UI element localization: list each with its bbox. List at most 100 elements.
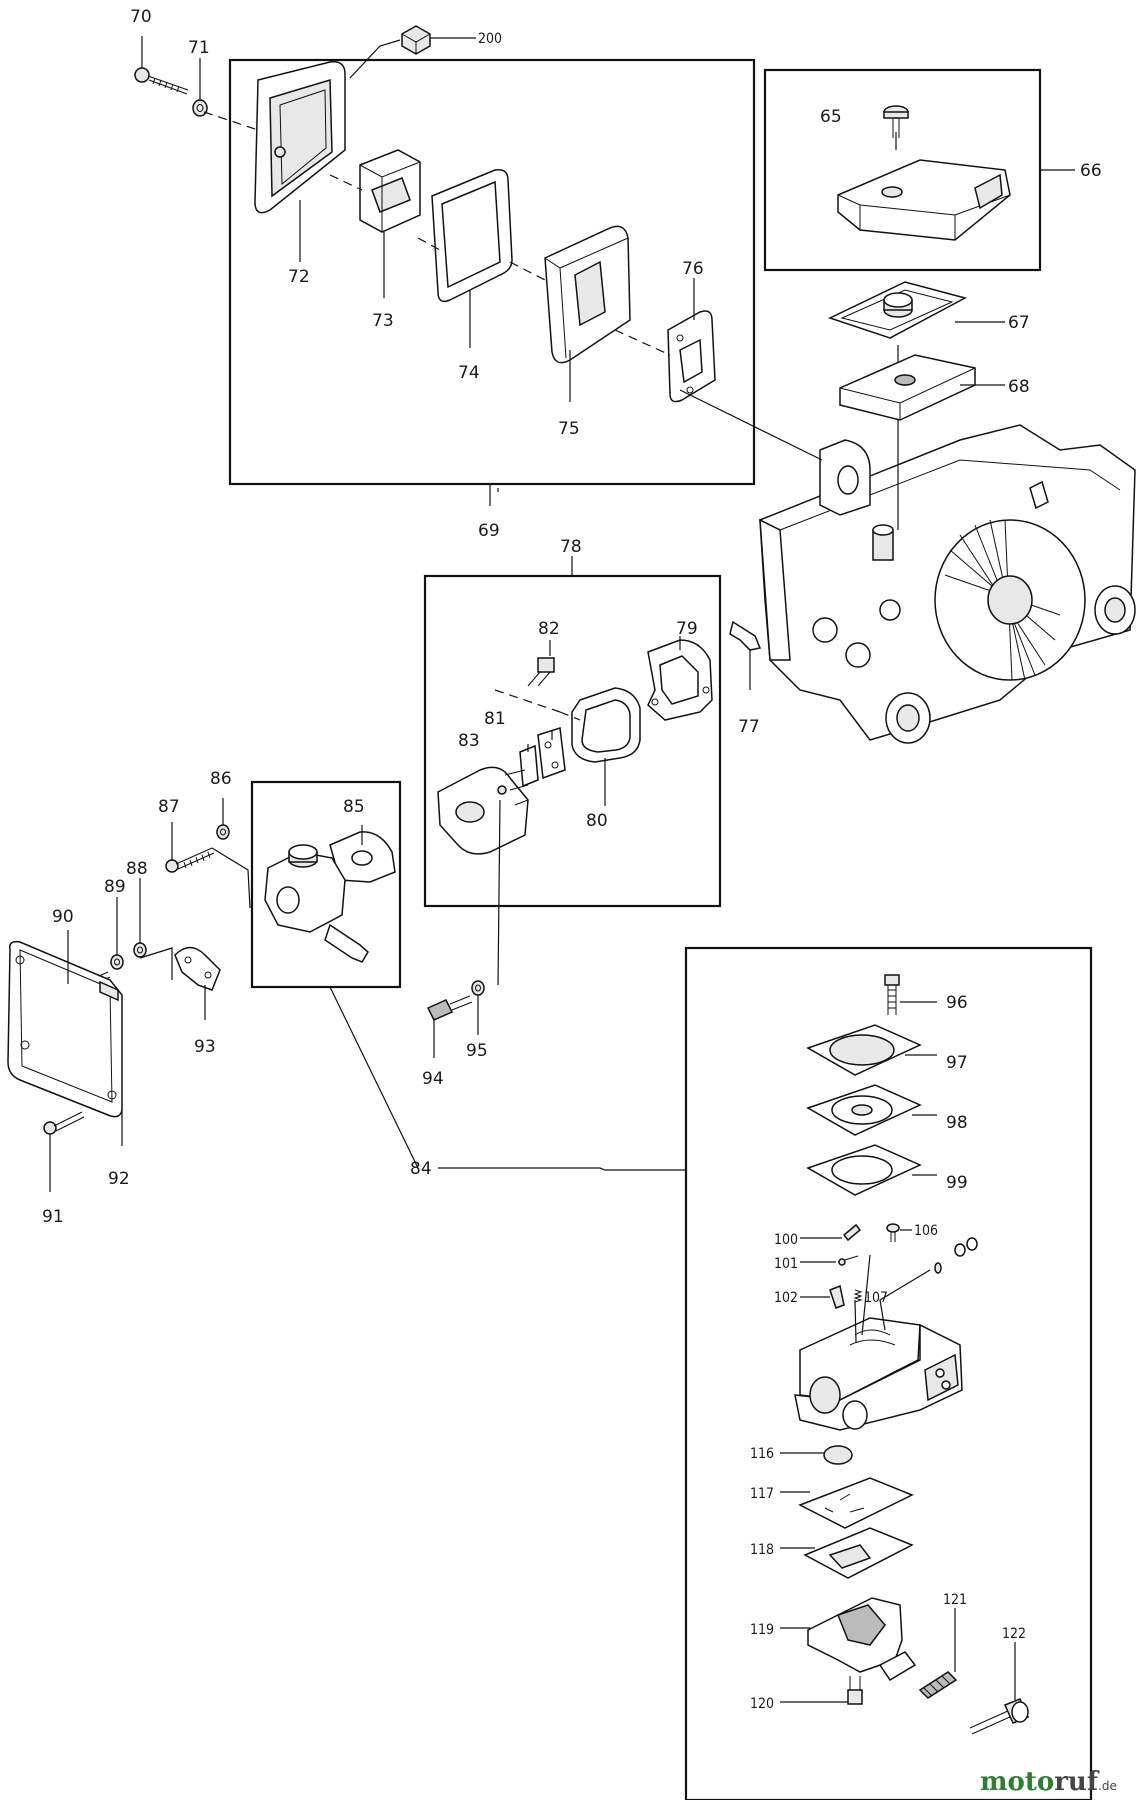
- assembly-box-85: [250, 780, 402, 989]
- part-81-gasket: [537, 727, 566, 780]
- part-122-idle-screw: [969, 1698, 1030, 1735]
- part-71-washer: [192, 99, 208, 117]
- part-70-bolt: [134, 67, 189, 95]
- label-93: 93: [194, 1037, 216, 1057]
- label-81: 81: [484, 709, 506, 729]
- assembly-box-84: [684, 946, 1093, 1800]
- part-121-spring: [918, 1671, 958, 1699]
- part-200-cap: [401, 25, 431, 55]
- label-90: 90: [52, 907, 74, 927]
- label-117: 117: [750, 1486, 774, 1502]
- label-100: 100: [774, 1232, 798, 1248]
- part-small-plugs: [934, 1237, 978, 1274]
- label-84: 84: [410, 1159, 432, 1179]
- label-200: 200: [478, 31, 502, 47]
- part-carburettor-small: [264, 844, 369, 963]
- part-67-air-filter-plate: [828, 281, 968, 339]
- part-97-pump-cover: [806, 1024, 922, 1076]
- watermark-tld: .de: [1098, 1779, 1117, 1793]
- label-65: 65: [820, 107, 842, 127]
- part-94-screw: [426, 995, 473, 1021]
- part-crankcase: [759, 424, 1136, 744]
- label-66: 66: [1080, 161, 1102, 181]
- label-92: 92: [108, 1169, 130, 1189]
- part-68-air-filter: [839, 354, 976, 421]
- part-76-exhaust-gasket: [667, 310, 716, 403]
- part-80-o-ring: [571, 687, 641, 763]
- part-120-screw: [847, 1676, 863, 1705]
- label-121: 121: [943, 1592, 967, 1608]
- label-80: 80: [586, 811, 608, 831]
- label-102: 102: [774, 1290, 798, 1306]
- part-93-bracket: [174, 946, 221, 991]
- label-87: 87: [158, 797, 180, 817]
- part-86-washer: [216, 824, 230, 840]
- part-insulator: [437, 766, 529, 855]
- label-76: 76: [682, 259, 704, 279]
- part-116-filter: [823, 1445, 853, 1465]
- label-70: 70: [130, 7, 152, 27]
- label-122: 122: [1002, 1626, 1026, 1642]
- part-73-baffle: [359, 149, 421, 233]
- part-119-metering-cover: [807, 1597, 917, 1682]
- part-91-screw: [43, 1111, 85, 1135]
- label-83: 83: [458, 731, 480, 751]
- part-65-screw: [883, 105, 909, 138]
- label-120: 120: [750, 1696, 774, 1712]
- label-67: 67: [1008, 313, 1030, 333]
- part-107-spring: [853, 1289, 863, 1303]
- label-68: 68: [1008, 377, 1030, 397]
- label-69: 69: [478, 521, 500, 541]
- label-99: 99: [946, 1173, 968, 1193]
- label-74: 74: [458, 363, 480, 383]
- label-77: 77: [738, 717, 760, 737]
- part-118-gasket: [803, 1527, 914, 1579]
- part-79-gasket: [647, 639, 713, 721]
- label-85: 85: [343, 797, 365, 817]
- label-88: 88: [126, 859, 148, 879]
- part-82-screw: [527, 657, 555, 687]
- label-107: 107: [864, 1290, 888, 1306]
- label-91: 91: [42, 1207, 64, 1227]
- part-72-muffler-cover: [254, 61, 346, 214]
- label-75: 75: [558, 419, 580, 439]
- part-83-gasket: [519, 744, 539, 788]
- watermark-brand-b: ruf: [1054, 1767, 1100, 1797]
- label-119: 119: [750, 1622, 774, 1638]
- flywheel-fins: [934, 519, 1086, 681]
- label-97: 97: [946, 1053, 968, 1073]
- part-98-pump-diaphragm: [806, 1084, 922, 1136]
- part-102-needle-valve: [829, 1284, 845, 1309]
- part-100-needle: [842, 1223, 862, 1242]
- label-95: 95: [466, 1041, 488, 1061]
- part-88-nut: [133, 942, 147, 958]
- label-79: 79: [676, 619, 698, 639]
- part-99-gasket: [806, 1144, 922, 1196]
- label-101: 101: [774, 1256, 798, 1272]
- label-96: 96: [946, 993, 968, 1013]
- svg-text:motoruf.de: motoruf.de: [980, 1767, 1117, 1797]
- label-82: 82: [538, 619, 560, 639]
- part-106-screw: [886, 1223, 900, 1242]
- label-106: 106: [914, 1223, 938, 1239]
- part-117-diaphragm: [798, 1477, 914, 1529]
- label-89: 89: [104, 877, 126, 897]
- label-98: 98: [946, 1113, 968, 1133]
- axis-lines: [203, 111, 671, 721]
- watermark-brand-a: moto: [980, 1767, 1054, 1797]
- part-95-washer: [471, 980, 485, 996]
- part-75-muffler-body: [544, 225, 631, 364]
- part-89-washer: [110, 954, 124, 970]
- label-78: 78: [560, 537, 582, 557]
- label-73: 73: [372, 311, 394, 331]
- part-92-cover-plate: [7, 940, 123, 1118]
- label-94: 94: [422, 1069, 444, 1089]
- assembly-box-69: [228, 58, 756, 486]
- part-101-pin: [837, 1255, 859, 1266]
- label-71: 71: [188, 38, 210, 58]
- part-66-cylinder-cover: [837, 159, 1011, 241]
- label-118: 118: [750, 1542, 774, 1558]
- label-72: 72: [288, 267, 310, 287]
- leader-lines: [49, 36, 1075, 1703]
